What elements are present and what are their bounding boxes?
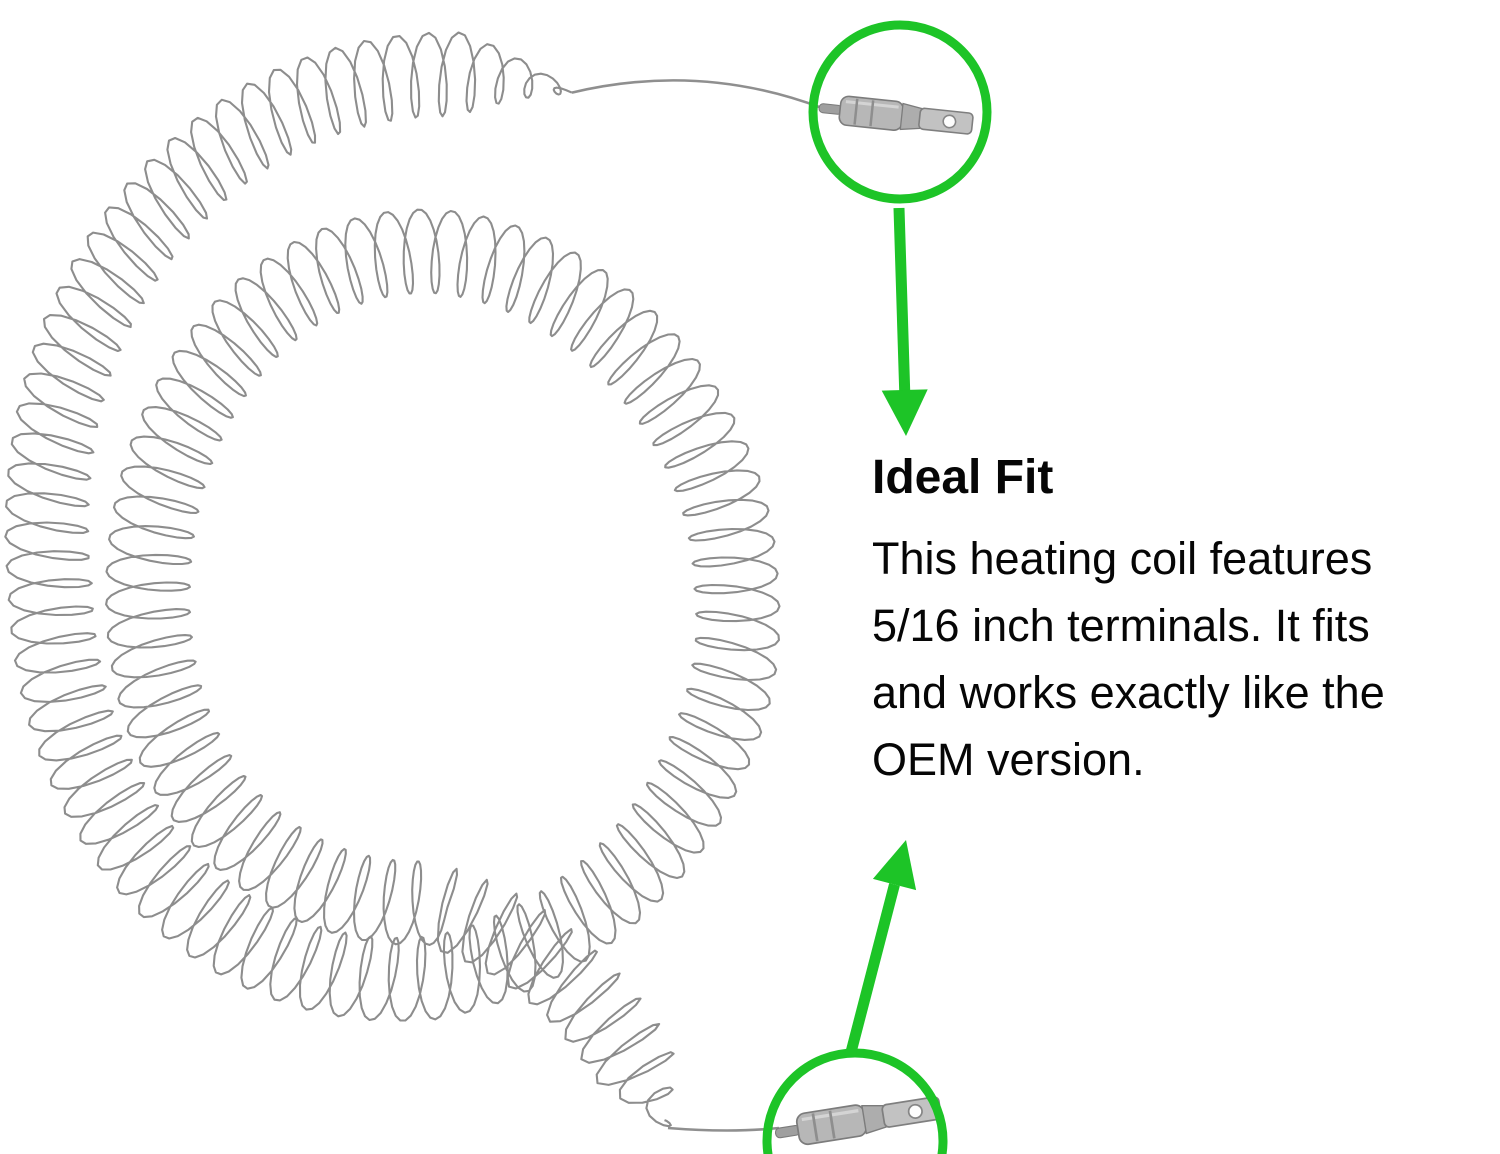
arrow-up-icon	[844, 840, 917, 1058]
annotation-line: and works exactly like the	[872, 666, 1385, 718]
annotation-title: Ideal Fit	[872, 451, 1054, 504]
spade-terminal-top	[816, 91, 976, 140]
arrow-down-icon	[881, 207, 928, 436]
lead-wire-bottom	[667, 1126, 780, 1132]
spade-terminal-bottom	[771, 1090, 944, 1151]
annotation-line: 5/16 inch terminals. It fits	[872, 599, 1370, 651]
callout-circle-top	[808, 20, 992, 204]
annotation-line: OEM version.	[872, 733, 1145, 785]
annotation-block: Ideal Fit This heating coil features 5/1…	[872, 451, 1500, 793]
lead-wire-top	[571, 79, 823, 110]
heating-coil	[4, 31, 823, 1132]
coil-path	[4, 31, 781, 1128]
annotation-line: This heating coil features	[872, 532, 1373, 584]
